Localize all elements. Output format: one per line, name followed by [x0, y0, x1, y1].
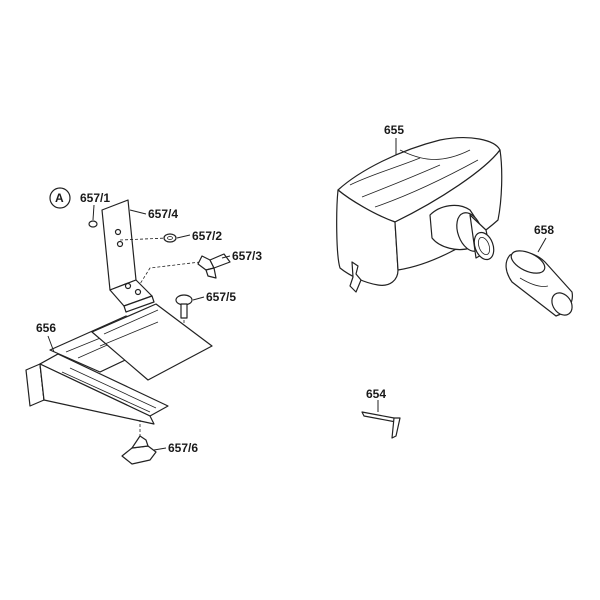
- leader-657-4: [129, 209, 147, 215]
- washer-657-2: [163, 233, 177, 243]
- o-ring-657-1: [88, 220, 98, 228]
- leader-657-2: [176, 234, 191, 239]
- leader-657-5: [192, 296, 205, 301]
- label-656: 656: [36, 321, 56, 335]
- detail-marker-a: A: [49, 187, 71, 209]
- leader-657-1: [92, 204, 95, 221]
- label-657-6: 657/6: [168, 441, 198, 455]
- svg-text:A: A: [55, 191, 64, 205]
- angle-bracket-657-4: [101, 199, 155, 313]
- leader-656: [47, 335, 55, 353]
- wing-nut-657-6: [121, 435, 157, 465]
- dust-box-655: [336, 137, 503, 293]
- label-657-4: 657/4: [148, 207, 178, 221]
- assembly-line-1: [119, 237, 169, 241]
- label-657-3: 657/3: [232, 249, 262, 263]
- assembly-line-2: [139, 261, 201, 285]
- cover-plate: [91, 303, 213, 381]
- label-657-2: 657/2: [192, 229, 222, 243]
- nozzle-adapter-658: [505, 250, 573, 317]
- label-657-1: 657/1: [80, 191, 110, 205]
- leader-658: [537, 237, 547, 253]
- bolt-657-5: [175, 294, 193, 319]
- label-658: 658: [534, 223, 554, 237]
- label-655: 655: [384, 123, 404, 137]
- hex-key-654: [361, 411, 401, 439]
- label-654: 654: [366, 387, 386, 401]
- leader-657-3: [221, 255, 231, 259]
- label-657-5: 657/5: [206, 290, 236, 304]
- leader-657-6: [153, 447, 167, 451]
